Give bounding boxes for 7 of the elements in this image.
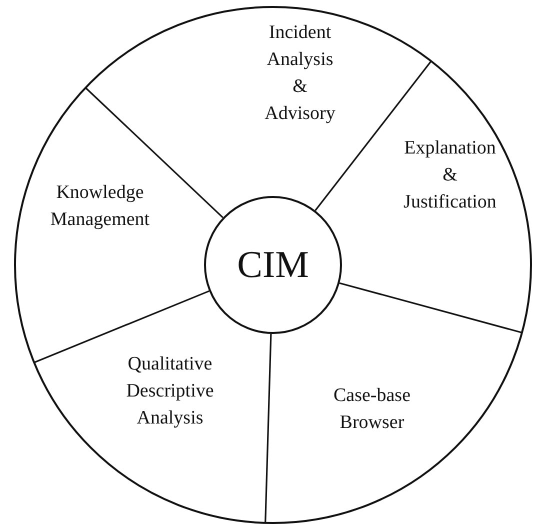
sector-label: Case-base Browser xyxy=(333,384,411,435)
sector-label: Explanation & Justification xyxy=(404,136,496,214)
center-label: CIM xyxy=(237,243,309,287)
sector-label: Incident Analysis & Advisory xyxy=(264,21,336,126)
sector-label: Knowledge Management xyxy=(50,181,150,232)
sector-label: Qualitative Descriptive Analysis xyxy=(126,352,214,430)
outer-circle xyxy=(14,6,532,524)
